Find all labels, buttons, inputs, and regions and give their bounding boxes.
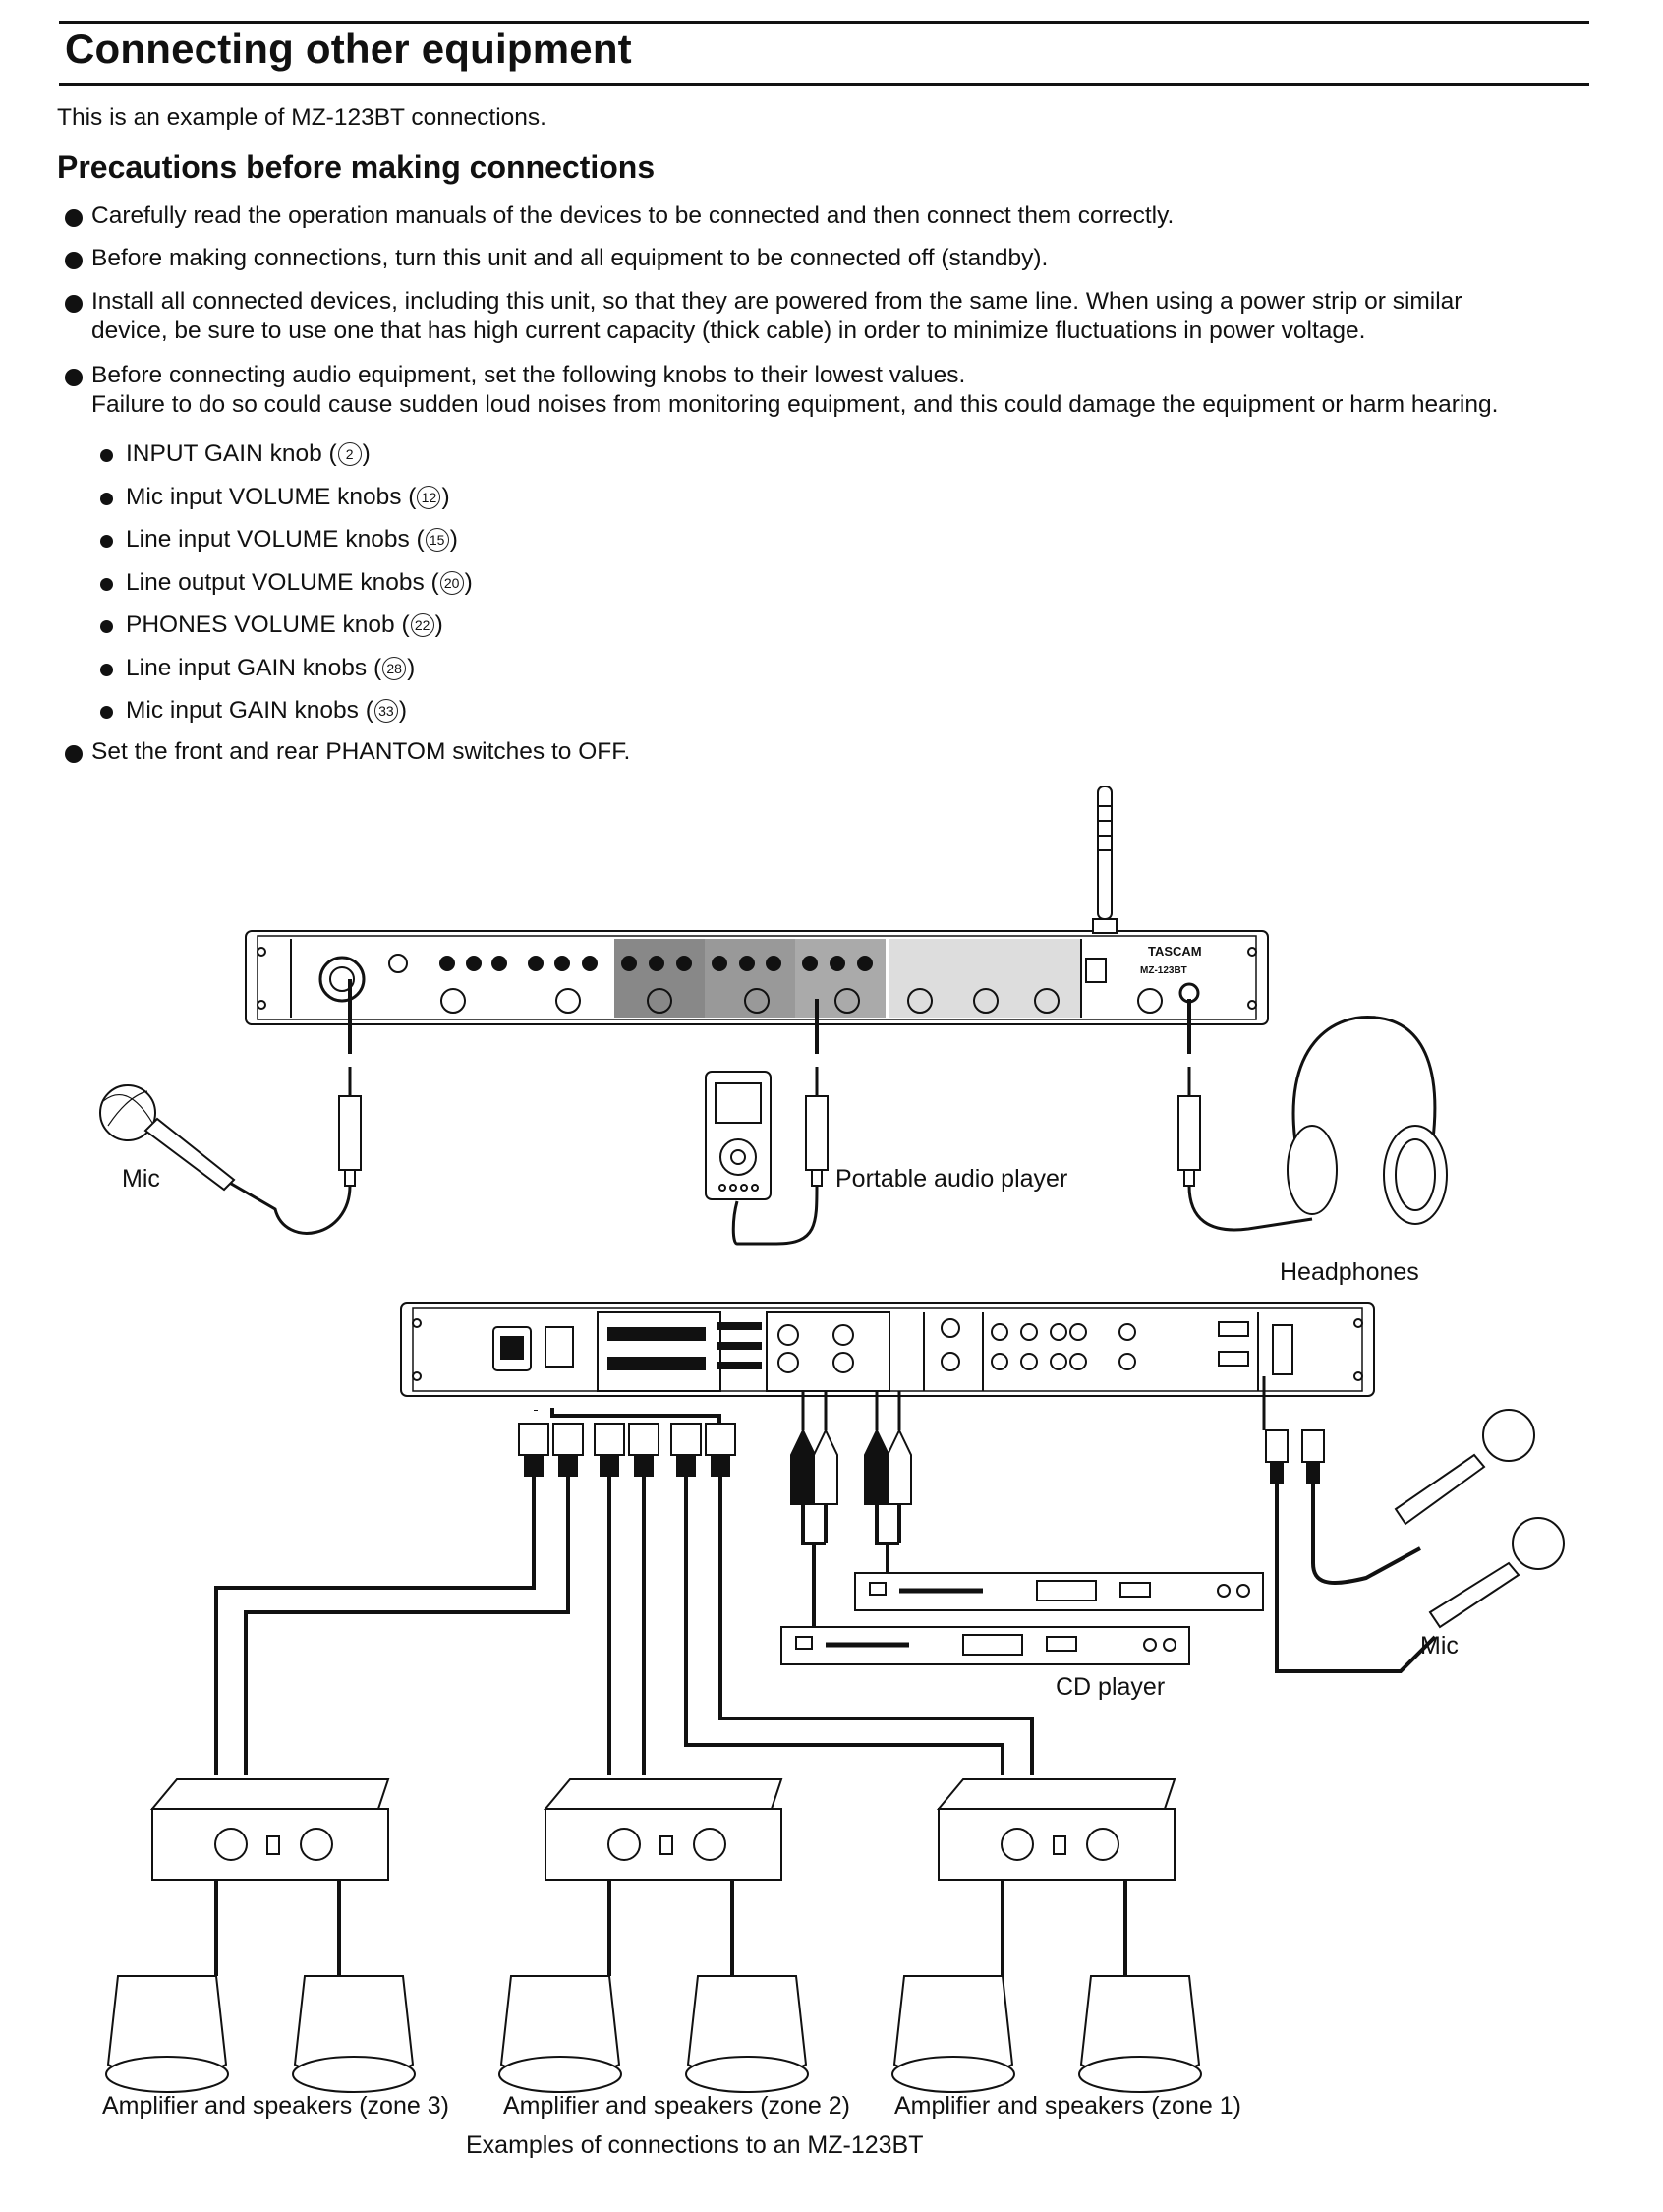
knob-item: Mic input VOLUME knobs (12) — [100, 483, 450, 512]
mic-cable-plug — [220, 1067, 362, 1235]
bullet-icon — [100, 535, 113, 548]
mic-icon-right — [1394, 1409, 1565, 1629]
circled-number: 15 — [425, 528, 449, 552]
headphones-label: Headphones — [1280, 1258, 1419, 1286]
precaution-item: Install all connected devices, including… — [65, 287, 1462, 346]
top-rule — [59, 21, 1589, 24]
knob-item: Line input VOLUME knobs (15) — [100, 525, 458, 554]
bullet-icon — [65, 295, 83, 313]
circled-number: 28 — [382, 657, 407, 680]
cd-player-label: CD player — [1056, 1673, 1166, 1701]
cd-player-icon — [780, 1572, 1264, 1665]
circled-number: 2 — [337, 442, 362, 466]
rear-panel-unit — [400, 1302, 1375, 1397]
precaution-item: Set the front and rear PHANTOM switches … — [65, 737, 630, 767]
front-panel-unit: TASCAM MZ-123BT — [245, 786, 1269, 1025]
page-title: Connecting other equipment — [65, 26, 632, 72]
mic-right-label: Mic — [1420, 1632, 1459, 1659]
rear-mic-connectors — [1262, 1376, 1437, 1673]
circled-number: 12 — [417, 486, 441, 509]
diagram-caption: Examples of connections to an MZ-123BT — [466, 2131, 924, 2159]
knob-item: Line output VOLUME knobs (20) — [100, 568, 473, 598]
knob-item: Mic input GAIN knobs (33) — [100, 696, 407, 726]
model-label: MZ-123BT — [1140, 965, 1187, 976]
knob-item: PHONES VOLUME knob (22) — [100, 611, 443, 640]
intro-text: This is an example of MZ-123BT connectio… — [57, 104, 546, 131]
circled-number: 33 — [373, 699, 398, 723]
bullet-icon — [100, 664, 113, 676]
speakers — [105, 1975, 1202, 2093]
mic-left-label: Mic — [122, 1165, 160, 1193]
bullet-icon — [65, 209, 83, 227]
portable-player-label: Portable audio player — [835, 1165, 1068, 1193]
mic-icon-left — [99, 1084, 236, 1192]
zone1-label: Amplifier and speakers (zone 1) — [894, 2092, 1241, 2120]
connection-diagram: TASCAM MZ-123BT — [99, 786, 1565, 2093]
circled-number: 20 — [439, 571, 464, 595]
amplifier-zone3 — [149, 1778, 390, 1881]
title-rule — [59, 83, 1589, 86]
bullet-icon — [65, 252, 83, 269]
bullet-icon — [65, 369, 83, 386]
precaution-item: Before making connections, turn this uni… — [65, 244, 1048, 273]
precaution-item: Before connecting audio equipment, set t… — [65, 361, 1498, 420]
zone3-label: Amplifier and speakers (zone 3) — [102, 2092, 449, 2120]
zone2-label: Amplifier and speakers (zone 2) — [503, 2092, 850, 2120]
knob-item: Line input GAIN knobs (28) — [100, 654, 415, 683]
headphones-icon — [1177, 1015, 1448, 1232]
bullet-icon — [100, 620, 113, 633]
bullet-icon — [65, 745, 83, 763]
precaution-item: Carefully read the operation manuals of … — [65, 202, 1174, 231]
brand-label: TASCAM — [1148, 944, 1202, 959]
circled-number: 22 — [410, 613, 434, 637]
amplifier-zone1 — [936, 1778, 1176, 1881]
rca-connectors — [790, 1391, 912, 1627]
bullet-icon — [100, 493, 113, 505]
bullet-icon — [100, 706, 113, 719]
bullet-icon — [100, 449, 113, 462]
section-heading: Precautions before making connections — [57, 149, 656, 185]
bullet-icon — [100, 578, 113, 591]
knob-item: INPUT GAIN knob (2) — [100, 439, 371, 469]
portable-player-icon — [705, 1067, 829, 1246]
amplifier-zone2 — [543, 1778, 783, 1881]
